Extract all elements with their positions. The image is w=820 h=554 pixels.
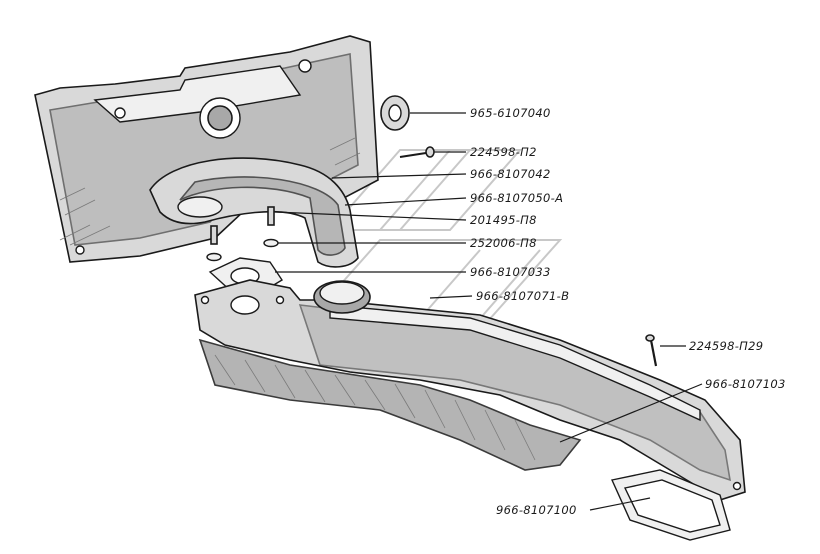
label-966-8107103: 966-8107103 xyxy=(705,377,786,391)
label-201495-p8: 201495-П8 xyxy=(470,213,537,227)
label-966-8107042: 966-8107042 xyxy=(470,167,551,181)
label-224598-p2: 224598-П2 xyxy=(470,145,537,159)
screw-small xyxy=(399,146,435,158)
label-966-8107033: 966-8107033 xyxy=(470,265,551,279)
cover-plate xyxy=(34,35,379,263)
label-224598-p29: 224598-П29 xyxy=(689,339,763,353)
flange xyxy=(611,469,731,541)
bushing xyxy=(380,95,410,131)
label-966-8107050-a: 966-8107050-А xyxy=(470,191,563,205)
main-duct xyxy=(194,279,746,501)
label-252006-p8: 252006-П8 xyxy=(470,236,537,250)
callout-labels: 965-6107040 224598-П2 966-8107042 966-81… xyxy=(470,106,786,517)
label-966-8107071-v: 966-8107071-В xyxy=(476,289,569,303)
label-965-6107040: 965-6107040 xyxy=(470,106,551,120)
leader-lines xyxy=(274,112,703,511)
elbow-duct xyxy=(149,157,359,268)
screw-long xyxy=(645,334,658,367)
label-966-8107100: 966-8107100 xyxy=(496,503,577,517)
lower-shroud xyxy=(198,338,582,471)
